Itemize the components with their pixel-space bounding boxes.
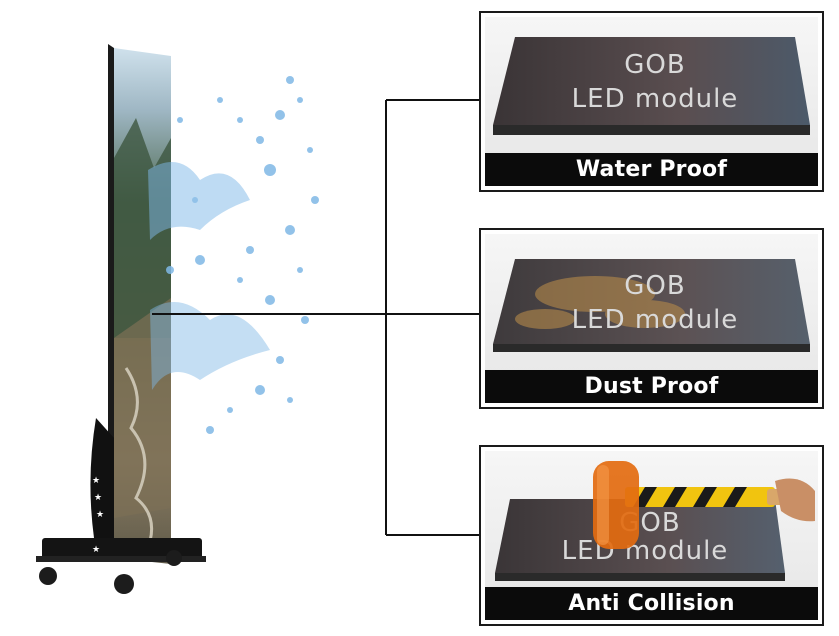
module-text-line2: LED module: [562, 536, 729, 566]
panel-photo-water: GOB LED module: [485, 17, 818, 155]
svg-text:★: ★: [92, 476, 100, 486]
led-module-image: GOB LED module: [493, 37, 810, 135]
module-text-line1: GOB: [624, 50, 685, 80]
module-text-line2: LED module: [572, 305, 739, 335]
led-module-image: GOB LED module: [493, 259, 810, 352]
panel-photo-collision: GOB LED module: [485, 451, 818, 589]
wheel-front-left: [39, 567, 57, 585]
panel-caption: Anti Collision: [485, 587, 818, 620]
svg-text:★: ★: [92, 545, 100, 555]
panel-anti-collision: GOB LED module Anti Collision: [479, 445, 824, 626]
module-text-line1: GOB: [624, 271, 685, 301]
hammer-icon: [593, 461, 815, 549]
wheel-front-right: [114, 574, 134, 594]
svg-text:★: ★: [94, 493, 102, 503]
panel-water-proof: GOB LED module Water Proof: [479, 11, 824, 192]
led-module-image: GOB LED module: [495, 461, 815, 581]
screen-edge: [108, 44, 114, 562]
svg-text:★: ★: [96, 510, 104, 520]
stand-base: [42, 538, 202, 560]
water-splash: [148, 76, 319, 434]
stand-arm: [90, 418, 114, 538]
panel-caption: Dust Proof: [485, 370, 818, 403]
panel-dust-proof: GOB LED module Dust Proof: [479, 228, 824, 409]
panel-caption: Water Proof: [485, 153, 818, 186]
panel-photo-dust: GOB LED module: [485, 234, 818, 372]
module-text-line2: LED module: [572, 84, 739, 114]
wheel-back-right: [166, 550, 182, 566]
